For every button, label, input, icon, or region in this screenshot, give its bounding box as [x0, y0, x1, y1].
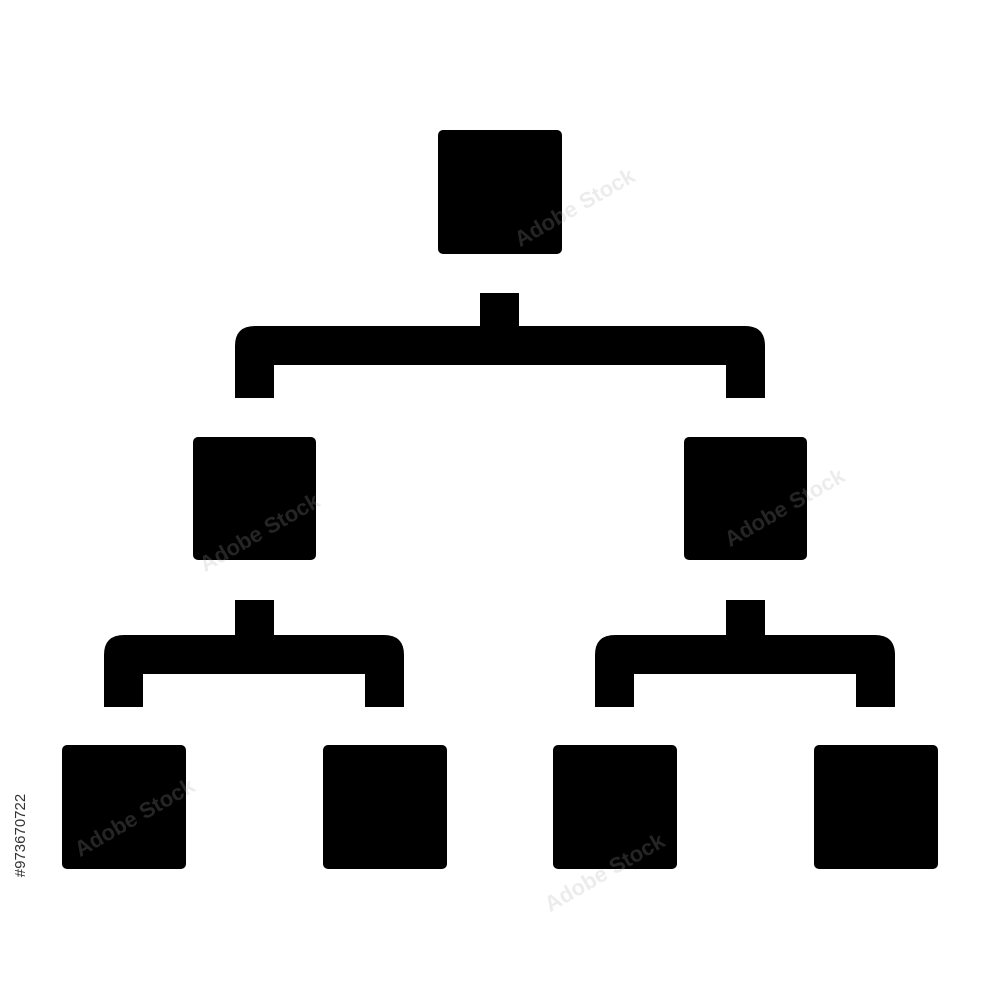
- root-node: [438, 130, 562, 254]
- leaf-node: [323, 745, 447, 869]
- right-branch-connector: [595, 635, 895, 707]
- stock-id-text: #973670722: [12, 793, 30, 877]
- leaf-node: [814, 745, 938, 869]
- left-branch-connector: [104, 635, 404, 707]
- left-stem-connector: [235, 600, 274, 636]
- root-branch-connector: [235, 326, 765, 398]
- right-child-node: [684, 437, 807, 560]
- stock-id-label: #973670722: [6, 765, 36, 905]
- leaf-node: [553, 745, 677, 869]
- left-child-node: [193, 437, 316, 560]
- right-stem-connector: [726, 600, 765, 636]
- leaf-node: [62, 745, 186, 869]
